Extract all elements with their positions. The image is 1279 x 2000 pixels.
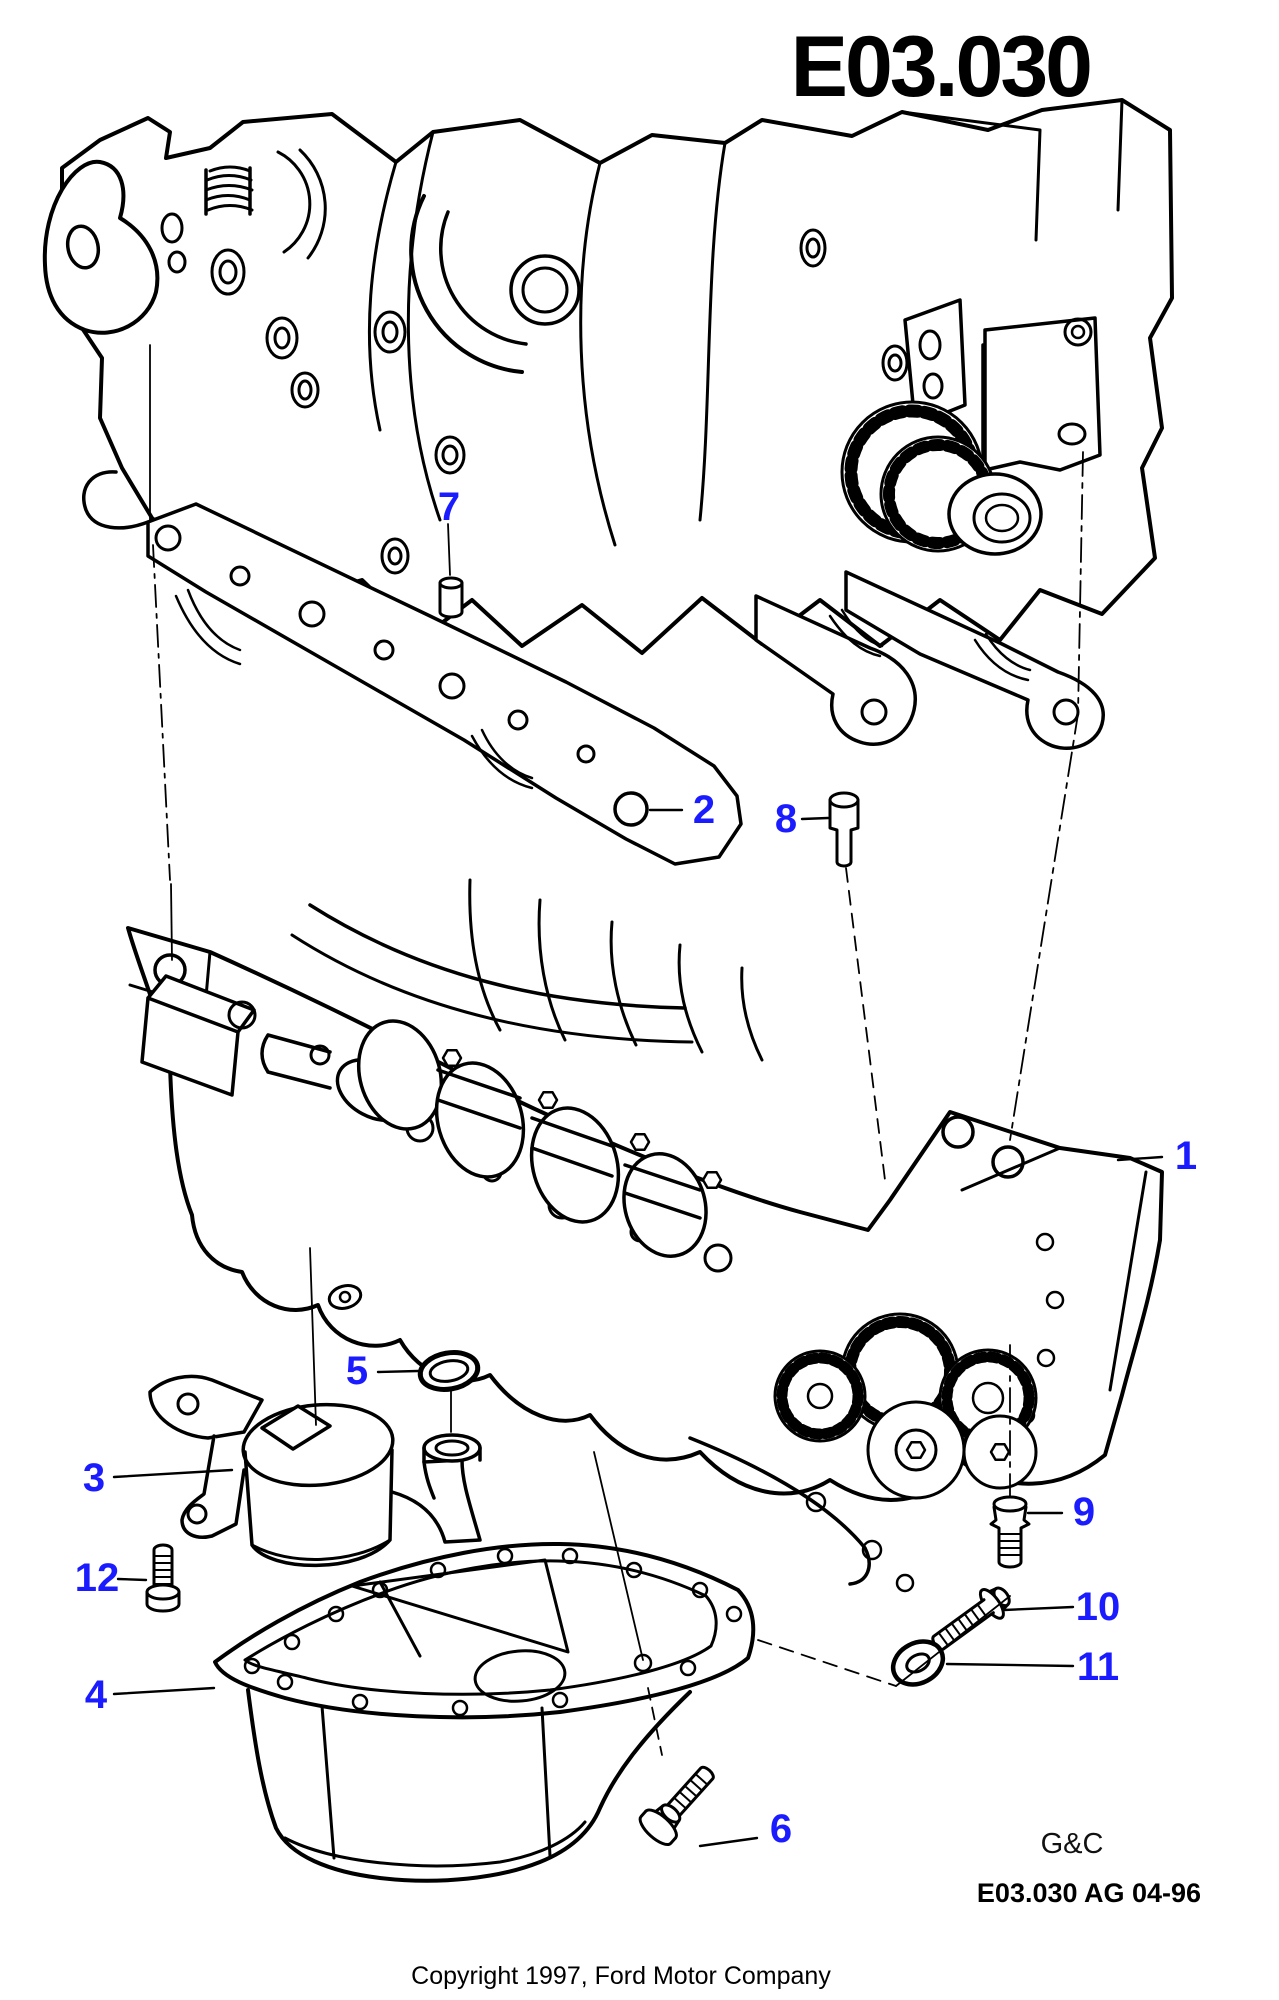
balance-shaft-gears [773,1312,1038,1500]
callout-leader-lines [112,808,1164,1848]
crankshaft-sprocket [840,400,1043,556]
bolt-part6 [638,1765,715,1846]
callout-3: 3 [82,1456,106,1500]
callout-5: 5 [345,1349,369,1393]
callout-11: 11 [1076,1645,1120,1689]
callout-12: 12 [74,1556,120,1600]
page-code: E03.030 [790,19,1093,115]
callout-2: 2 [692,788,716,832]
callout-9: 9 [1072,1490,1096,1534]
o-ring-drawing [417,1350,481,1392]
callout-7: 7 [437,485,461,529]
crankcase-drawing [126,878,1164,1593]
oil-separator-drawing [148,1374,482,1568]
oil-pan-drawing [213,1541,756,1883]
callout-10: 10 [1075,1585,1121,1629]
bolt-part12 [145,1543,181,1613]
engine-block-drawing [42,98,1174,655]
footer-reference-code: E03.030 AG 04-96 [976,1878,1202,1908]
bolt-part8 [828,791,860,868]
callout-8: 8 [774,797,798,841]
callout-6: 6 [769,1807,793,1851]
crankshaft-drawing [260,1019,708,1258]
assembly-axis-lines [149,344,1084,1756]
bolt-part9 [989,1495,1031,1569]
bolt-part10 [931,1586,1011,1652]
pin-part7 [438,576,464,619]
footer-brand: G&C [1040,1828,1104,1860]
oil-pan-gasket-drawing [82,470,1105,866]
copyright-text: Copyright 1997, Ford Motor Company [411,1962,831,1990]
callout-4: 4 [84,1673,108,1717]
callout-1: 1 [1174,1134,1198,1178]
